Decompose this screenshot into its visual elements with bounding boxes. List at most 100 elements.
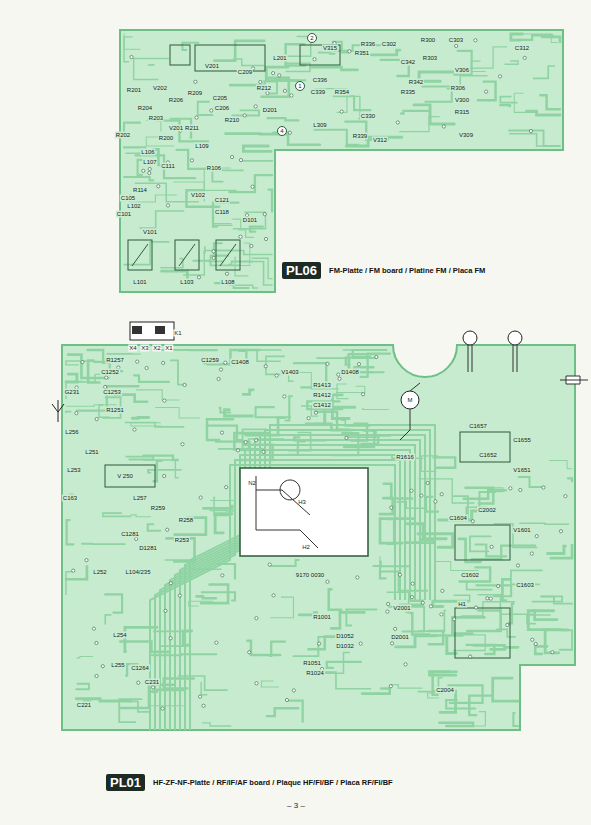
pad bbox=[133, 428, 136, 431]
trace bbox=[560, 630, 572, 650]
pad bbox=[135, 537, 138, 540]
trace bbox=[256, 407, 291, 417]
trimmer-arrow bbox=[179, 244, 195, 266]
trace bbox=[88, 361, 99, 383]
component-outline bbox=[460, 432, 510, 462]
part-designator: C1252 bbox=[100, 369, 120, 376]
trace bbox=[131, 423, 161, 426]
part-designator: C121 bbox=[214, 197, 230, 204]
trace bbox=[429, 631, 444, 644]
trace bbox=[434, 457, 456, 467]
part-designator: R336 bbox=[360, 41, 376, 48]
part-designator: R1051 bbox=[302, 660, 322, 667]
trace bbox=[241, 445, 272, 460]
trace bbox=[247, 641, 280, 655]
trace bbox=[325, 652, 350, 673]
part-designator: L251 bbox=[84, 449, 99, 456]
pad bbox=[161, 707, 164, 710]
pad bbox=[535, 535, 538, 538]
pad bbox=[221, 574, 224, 577]
trace bbox=[509, 130, 560, 146]
trace bbox=[407, 524, 446, 539]
trace bbox=[204, 506, 233, 508]
trace bbox=[107, 353, 140, 355]
part-designator: C1259 bbox=[200, 357, 220, 364]
part-designator: X1 bbox=[164, 345, 173, 352]
trace bbox=[204, 247, 205, 253]
trace bbox=[214, 41, 264, 61]
bus-trace bbox=[160, 455, 405, 730]
trace bbox=[551, 545, 572, 558]
trace bbox=[311, 67, 358, 70]
part-designator: D2001 bbox=[390, 634, 410, 641]
pad bbox=[248, 651, 251, 654]
part-designator: R1412 bbox=[312, 392, 332, 399]
trace bbox=[307, 401, 342, 409]
pad bbox=[288, 131, 291, 134]
pad bbox=[318, 642, 321, 645]
pad bbox=[239, 158, 242, 161]
bus-trace bbox=[165, 450, 410, 730]
component-outline bbox=[455, 608, 510, 658]
trace bbox=[380, 519, 414, 544]
trimmer-arrow bbox=[220, 244, 236, 266]
pad bbox=[498, 75, 501, 78]
part-designator: C312 bbox=[514, 45, 530, 52]
board-code: PL01 bbox=[106, 774, 145, 791]
pad bbox=[210, 109, 213, 112]
part-designator: R300 bbox=[420, 37, 436, 44]
pad bbox=[92, 627, 95, 630]
trace bbox=[490, 648, 505, 651]
part-designator: R203 bbox=[148, 115, 164, 122]
trace bbox=[471, 546, 535, 559]
pad bbox=[404, 663, 407, 666]
pad bbox=[506, 623, 509, 626]
part-designator: L101 bbox=[132, 279, 147, 286]
part-designator: R1413 bbox=[312, 382, 332, 389]
part-designator: 9170 0030 bbox=[295, 572, 325, 579]
board-caption: FM-Platte / FM board / Platine FM / Plac… bbox=[329, 266, 485, 275]
pad bbox=[202, 704, 205, 707]
pad bbox=[264, 237, 267, 240]
trace bbox=[229, 175, 272, 192]
callout-number: 2 bbox=[309, 35, 314, 42]
trace bbox=[474, 645, 518, 647]
trace bbox=[386, 519, 393, 544]
trace bbox=[460, 567, 491, 581]
part-designator: V202 bbox=[152, 85, 168, 92]
pad bbox=[361, 393, 364, 396]
trace bbox=[131, 515, 150, 517]
trace bbox=[184, 251, 239, 275]
bus-trace bbox=[185, 430, 430, 730]
pad bbox=[455, 44, 458, 47]
callout-number: 1 bbox=[297, 83, 302, 90]
part-designator: C221 bbox=[76, 702, 92, 709]
trace bbox=[533, 610, 558, 619]
pad bbox=[136, 360, 139, 363]
trace bbox=[105, 594, 122, 612]
callout-number: N2 bbox=[247, 480, 257, 487]
part-designator: D201 bbox=[262, 107, 278, 114]
trace bbox=[476, 585, 511, 596]
part-designator: V315 bbox=[322, 45, 338, 52]
trace bbox=[236, 243, 250, 266]
pad bbox=[338, 377, 341, 380]
pad bbox=[217, 377, 220, 380]
part-designator: R1024 bbox=[305, 670, 325, 677]
trace bbox=[341, 96, 360, 118]
trace bbox=[136, 390, 179, 400]
pad bbox=[151, 686, 154, 689]
part-designator: L256 bbox=[64, 429, 79, 436]
trace bbox=[176, 150, 208, 169]
pad bbox=[474, 39, 477, 42]
trace bbox=[148, 64, 153, 66]
pad bbox=[442, 125, 445, 128]
pad bbox=[375, 355, 378, 358]
connector-k1 bbox=[130, 322, 174, 340]
trace bbox=[270, 560, 299, 566]
trace bbox=[520, 523, 569, 525]
trace bbox=[426, 497, 438, 512]
trace bbox=[459, 539, 481, 562]
pad bbox=[178, 594, 181, 597]
trace bbox=[148, 470, 181, 473]
